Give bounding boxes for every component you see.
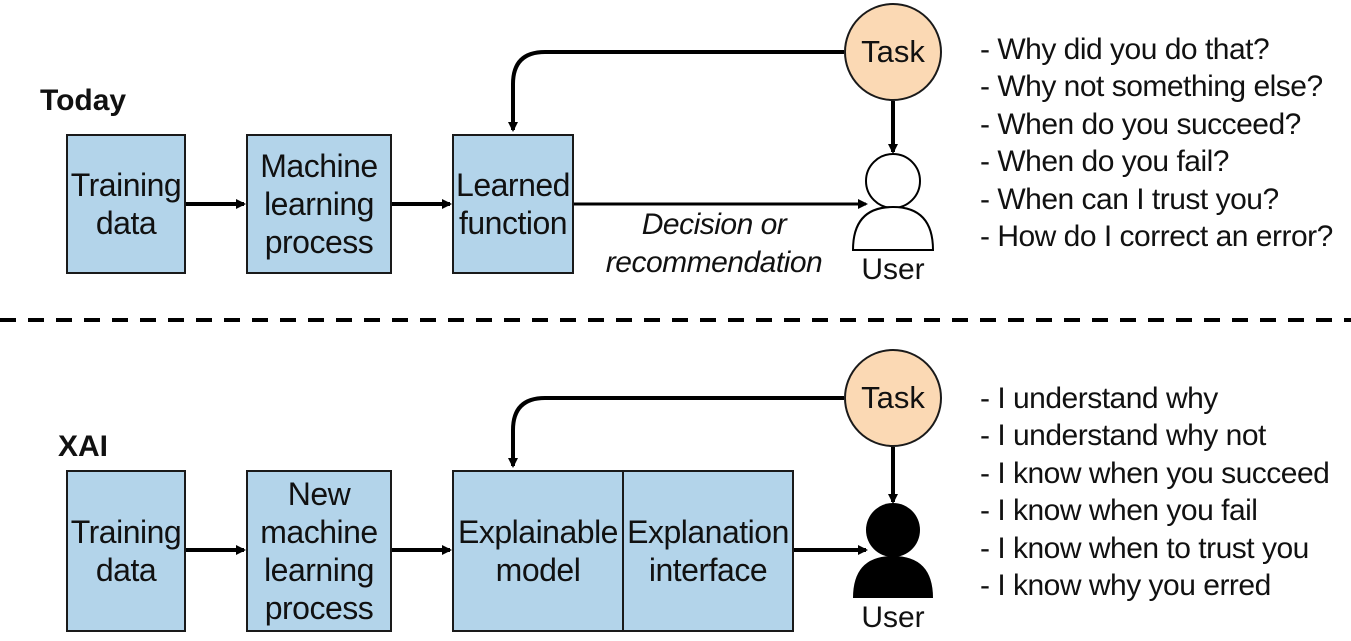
statement-item: - I understand why not [980, 419, 1266, 453]
task-node-today: Task [844, 3, 942, 101]
question-item: - How do I correct an error? [980, 220, 1333, 254]
statement-item: - I know when to trust you [980, 531, 1309, 565]
box-xai-training-data: Training data [66, 470, 186, 632]
question-item: - Why not something else? [980, 70, 1323, 104]
task-node-xai: Task [844, 349, 942, 447]
question-item: - Why did you do that? [980, 33, 1270, 66]
box-learned-function: Learned function [452, 134, 574, 274]
section-label-xai: XAI [58, 430, 109, 463]
user-icon-filled [853, 503, 933, 598]
user-label-today: User [861, 253, 925, 286]
statement-item: - I know when you fail [980, 494, 1258, 528]
section-label-today: Today [40, 84, 127, 117]
user-label-xai: User [861, 601, 925, 634]
question-item: - When do you succeed? [980, 107, 1301, 141]
edge-label-decision: Decision or recommendation [605, 208, 823, 279]
arrow-xai-task-to-model [508, 396, 844, 468]
statement-item: - I know why you erred [980, 569, 1271, 603]
box-machine-learning-process: Machine learning process [246, 134, 392, 274]
question-item: - When do you fail? [980, 145, 1229, 179]
user-icon-outline [851, 153, 935, 251]
question-list: - Why did you do that? - Why not somethi… [980, 31, 1333, 255]
arrow-task-to-learned [508, 50, 844, 132]
box-explanation-interface: Explanation interface [622, 470, 794, 632]
statement-list: - I understand why - I understand why no… [980, 380, 1330, 604]
box-new-machine-learning-process: New machine learning process [246, 470, 392, 632]
box-training-data: Training data [66, 134, 186, 274]
statement-item: - I understand why [980, 382, 1218, 415]
question-item: - When can I trust you? [980, 182, 1279, 216]
box-explainable-model: Explainable model [452, 470, 624, 632]
statement-item: - I know when you succeed [980, 456, 1330, 490]
